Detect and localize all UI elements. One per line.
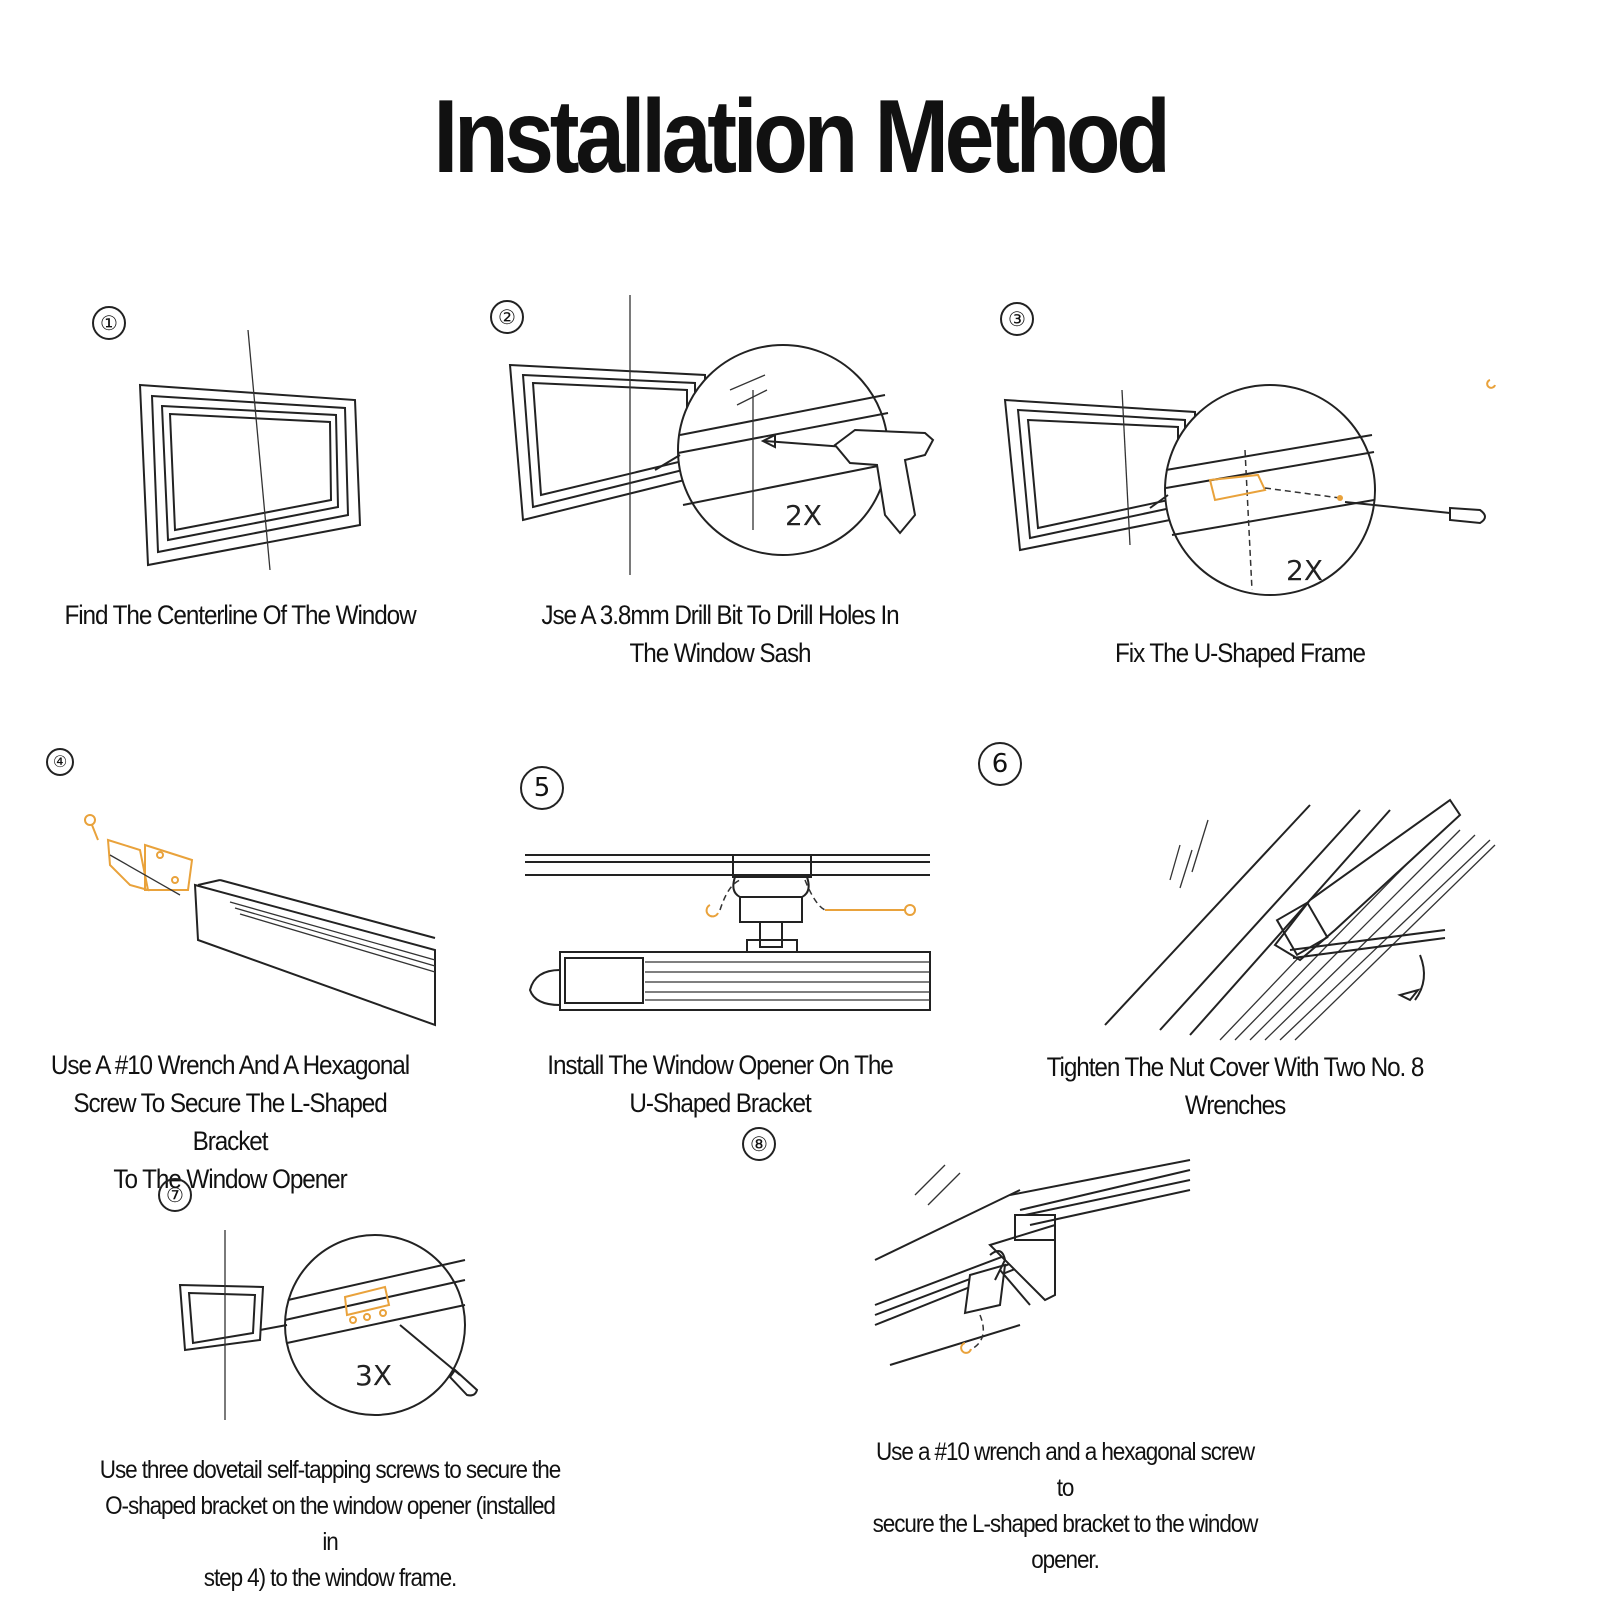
step-8-number: ⑧ bbox=[742, 1127, 776, 1161]
step-4-l-bracket-illustration bbox=[84, 814, 436, 1027]
step-4-caption: Use A #10 Wrench And A Hexagonal Screw T… bbox=[50, 1050, 410, 1194]
step-6-caption: Tighten The Nut Cover With Two No. 8 Wre… bbox=[1046, 1052, 1425, 1120]
step-3-bracket-illustration: 2X bbox=[1003, 379, 1496, 596]
step-7-number: ⑦ bbox=[158, 1178, 192, 1212]
step-7-caption: Use three dovetail self-tapping screws t… bbox=[99, 1456, 561, 1592]
step-1-number: ① bbox=[92, 306, 126, 340]
step-2-caption: Jse A 3.8mm Drill Bit To Drill Holes In … bbox=[541, 600, 899, 668]
step-3-number: ③ bbox=[1000, 302, 1034, 336]
step-8-l-bracket-illustration bbox=[874, 1159, 1191, 1366]
step-2-drill-illustration: 2X bbox=[508, 295, 935, 575]
page-title: Installation Method bbox=[433, 79, 1170, 195]
step-3-multiplier-label: 2X bbox=[1286, 554, 1323, 587]
step-5-caption: Install The Window Opener On The U-Shape… bbox=[547, 1050, 894, 1118]
step-2-number: ② bbox=[490, 300, 524, 334]
step-1-window-illustration bbox=[138, 329, 362, 571]
step-5-number: 5 bbox=[520, 766, 564, 810]
step-3-caption: Fix The U-Shaped Frame bbox=[1115, 638, 1366, 668]
step-7-screws-illustration: 3X bbox=[178, 1230, 479, 1420]
step-7-multiplier-label: 3X bbox=[355, 1359, 392, 1392]
step-2-multiplier-label: 2X bbox=[785, 499, 822, 532]
step-6-wrench-illustration bbox=[1104, 798, 1496, 1041]
step-5-opener-illustration bbox=[525, 854, 931, 1011]
step-4-number: ④ bbox=[46, 748, 74, 776]
step-8-caption: Use a #10 wrench and a hexagonal screw t… bbox=[872, 1438, 1259, 1574]
step-6-number: 6 bbox=[978, 742, 1022, 786]
step-1-caption: Find The Centerline Of The Window bbox=[64, 600, 416, 630]
